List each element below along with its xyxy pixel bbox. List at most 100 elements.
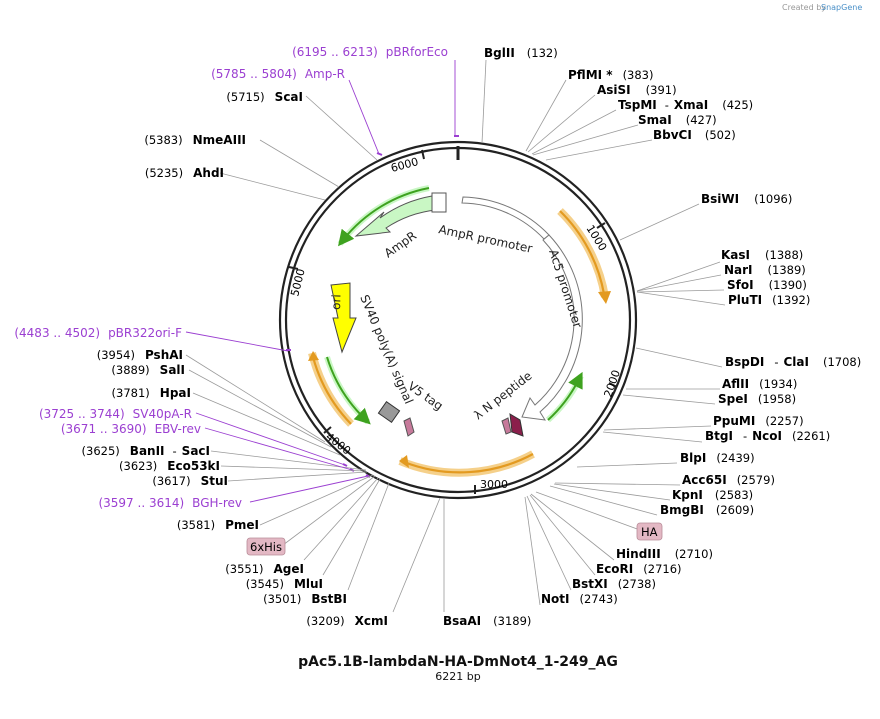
site-scai: (5715)ScaI — [226, 90, 303, 104]
leader-xcmi — [392, 497, 441, 613]
site-banii-saci: (3625)BanII-SacI — [82, 444, 210, 458]
site-pmei: (3581)PmeI — [177, 518, 259, 532]
site-aflii: AflII(1934) — [722, 377, 797, 391]
ha-small-feature — [501, 417, 512, 435]
leader-6xhis — [282, 475, 376, 546]
site-blpi: BlpI(2439) — [680, 451, 755, 465]
leader-sali — [188, 369, 332, 448]
site-sfoi: SfoI(1390) — [727, 278, 807, 292]
tick-5000-mark — [288, 266, 299, 270]
orf-arc-bottom — [403, 453, 534, 474]
primer-amp-r: (5785 .. 5804)Amp-R — [211, 67, 345, 81]
orf-arc-left — [311, 356, 352, 425]
site-eco53ki: (3623)Eco53kI — [119, 459, 220, 473]
his-tag-badge — [246, 537, 286, 556]
leader-primer-bgh — [249, 475, 369, 503]
primer-sv40pa-r: (3725 .. 3744)SV40pA-R — [39, 407, 192, 421]
leader-sfoi — [636, 289, 725, 293]
site-kasi: KasI(1388) — [721, 248, 803, 262]
leader-mlui — [322, 478, 381, 576]
site-spei: SpeI(1958) — [718, 392, 796, 406]
lambda-n-peptide-feature — [509, 413, 524, 437]
leader-ahdi — [219, 172, 326, 201]
green-arc-left — [326, 356, 371, 425]
leader-pshai — [185, 354, 326, 443]
leader-primer-sv40 — [195, 412, 346, 466]
orf-arc-right — [559, 210, 606, 295]
leader-noti — [524, 496, 541, 606]
leader-asisi — [527, 94, 596, 153]
tick-2000-mark — [608, 382, 618, 388]
site-hpai: (3781)HpaI — [112, 386, 191, 400]
leader-bspdi — [635, 347, 723, 368]
leader-stui — [227, 471, 368, 482]
site-stui: (3617)StuI — [152, 474, 228, 488]
site-btgi-ncoi: BtgI-NcoI(2261) — [705, 429, 830, 443]
leader-bbvci — [545, 139, 653, 161]
snapgene-logo-text: SnapGene — [821, 3, 862, 12]
leader-bmgbi — [549, 485, 658, 516]
his-tag-label: 6xHis — [250, 540, 282, 554]
ampr-promoter-label: AmpR promoter — [437, 222, 533, 256]
leader-hindiii — [530, 493, 615, 561]
site-bmgbi: BmgBI(2609) — [660, 503, 754, 517]
leader-eco53ki — [220, 465, 367, 472]
v5-tag-feature — [403, 417, 415, 437]
ha-tag-label: HA — [641, 525, 658, 539]
site-xcmi: (3209)XcmI — [306, 614, 388, 628]
leader-bstxi — [526, 495, 572, 591]
green-arc-right — [547, 371, 583, 421]
site-bstbi: (3501)BstBI — [263, 592, 347, 606]
primer-ebv-rev: (3671 .. 3690)EBV-rev — [61, 422, 201, 436]
site-bsiwi: BsiWI(1096) — [701, 192, 792, 206]
leader-primer-pbr322 — [185, 331, 289, 352]
leader-ecori — [529, 494, 596, 576]
site-smai: SmaI(427) — [638, 113, 717, 127]
leader-kasi — [636, 261, 721, 292]
site-hindiii: HindIII(2710) — [616, 547, 713, 561]
site-ppumi: PpuMI(2257) — [713, 414, 804, 428]
tick-4000-mark — [323, 426, 332, 434]
leader-pluti — [636, 291, 726, 306]
tick-5000: 5000 — [288, 267, 307, 297]
site-ahdi: (5235)AhdI — [145, 166, 224, 180]
site-bspdi-clai: BspDI-ClaI(1708) — [725, 355, 861, 369]
site-nmeaiii: (5383)NmeAIII — [144, 133, 246, 147]
sv40-polya-feature — [377, 400, 401, 424]
leader-nmeaiii — [259, 139, 340, 188]
ori-feature — [330, 282, 357, 354]
leader-spei — [622, 394, 716, 405]
leader-primer-ebv — [204, 427, 353, 471]
ampr-feature-tail — [431, 192, 447, 213]
site-agei: (3551)AgeI — [225, 562, 304, 576]
leader-btgi — [602, 431, 703, 443]
orf-arc-bottom-head — [399, 455, 409, 468]
primer-pbr322ori-f: (4483 .. 4502)pBR322ori-F — [14, 326, 182, 340]
leader-agei — [303, 477, 379, 561]
site-asisi: AsiSI(391) — [597, 83, 677, 97]
site-ecori: EcoRI(2716) — [596, 562, 682, 576]
ha-tag-badge — [636, 522, 663, 541]
leader-blpi — [576, 462, 678, 468]
leader-acc65i — [554, 482, 681, 486]
site-mlui: (3545)MluI — [246, 577, 323, 591]
site-bstxi: BstXI(2738) — [572, 577, 656, 591]
backbone-outer — [278, 140, 638, 500]
tick-1000-mark — [596, 222, 606, 229]
site-noti: NotI(2743) — [541, 592, 618, 606]
site-kpni: KpnI(2583) — [672, 488, 753, 502]
site-bsaai: BsaAI(3189) — [443, 614, 531, 628]
site-bbvci: BbvCI(502) — [653, 128, 736, 142]
green-arc-left-bg — [324, 356, 371, 425]
primer-bgh-rev: (3597 .. 3614)BGH-rev — [98, 496, 242, 510]
ampr-feature — [354, 195, 437, 237]
leader-nari — [636, 274, 722, 292]
orf-arc-left-head — [308, 351, 319, 361]
site-pshai: (3954)PshAI — [97, 348, 183, 362]
green-arc-top — [338, 187, 430, 247]
site-pflmi: PflMI *(383) — [568, 68, 654, 82]
leader-pflmi — [525, 79, 567, 152]
ampr-label: AmpR — [382, 228, 419, 260]
leader-hpai — [192, 392, 341, 456]
